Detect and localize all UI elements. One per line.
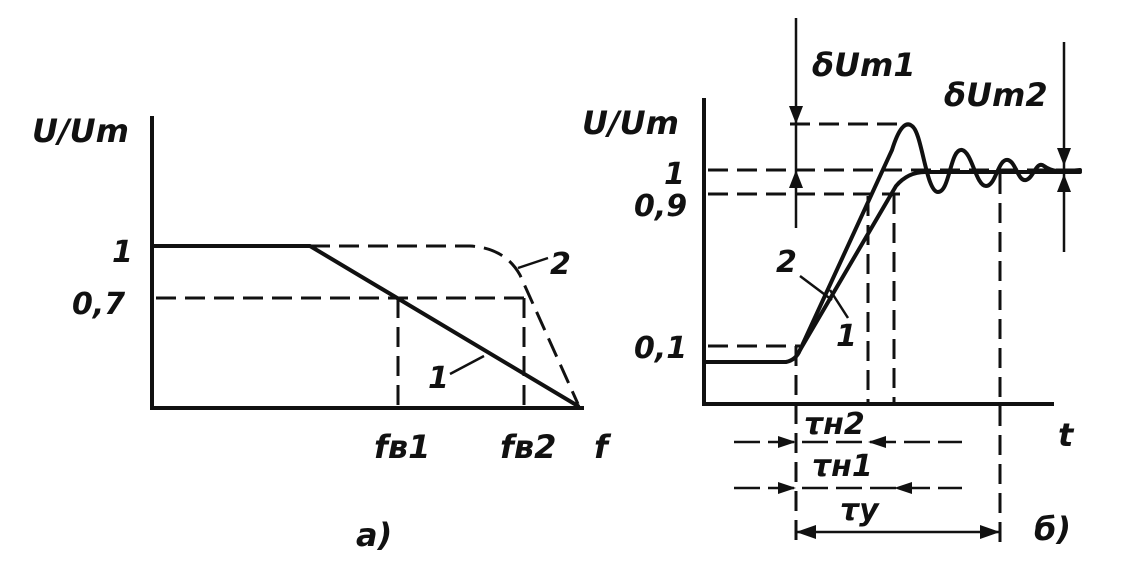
panel-b-tick-1: 1 [664, 157, 685, 192]
panel-a-tick-1: 1 [112, 235, 133, 270]
panel-a-caption: а) [356, 516, 392, 554]
panel-b-curve-1-label: 1 [836, 319, 857, 354]
panel-b-tau-n2-label: τн2 [804, 407, 865, 442]
panel-b-x-label: t [1058, 416, 1075, 454]
panel-b-curve-1-leader [828, 289, 850, 319]
panel-b-caption: б) [1034, 510, 1071, 548]
panel-b-tau-n1-arrowhead-left [778, 482, 796, 494]
panel-a-y-label: U/Um [32, 112, 129, 150]
panel-b-tick-0-9: 0,9 [634, 189, 687, 224]
panel-a-curve-2 [310, 244, 580, 405]
panel-b-tau-n2-arrowhead-left [778, 436, 796, 448]
panel-b-tau-n2-arrowhead-right [868, 436, 886, 448]
panel-b-y-label: U/Um [582, 104, 679, 142]
panel-b-dUm1-label: δUm1 [812, 46, 916, 84]
panel-a-tick-0-7: 0,7 [72, 287, 125, 322]
panel-b-curve-2-leader [799, 275, 833, 301]
panel-b-dUm1-arrowhead-top [789, 106, 803, 124]
panel-b-curve-2-label: 2 [776, 245, 797, 280]
panel-a-x-label: f [594, 428, 612, 466]
panel-a-curve-1-label: 1 [428, 361, 449, 396]
panel-b-dUm1-arrowhead-bottom [789, 170, 803, 188]
panel-a-fv2-label: fв2 [500, 428, 556, 466]
panel-a-curve-2-leader [517, 256, 549, 270]
panel-b-tau-u-arrowhead-left [796, 525, 816, 539]
panel-b-tau-n1-label: τн1 [812, 449, 873, 484]
panel-b: U/Um 1 0,9 0,1 2 1 δUm1 δUm2 t [582, 18, 1085, 548]
panel-b-tau-u-label: τу [840, 493, 880, 528]
panel-a-curve-1 [152, 244, 580, 408]
panel-b-dUm2-arrowhead-bottom [1057, 174, 1071, 192]
panel-b-tick-0-1: 0,1 [634, 331, 687, 366]
panel-b-tau-u-arrowhead-right [980, 525, 1000, 539]
panel-a-curve-1-leader [449, 354, 485, 376]
panel-b-dUm2-arrowhead-top [1057, 148, 1071, 166]
panel-b-tau-n1-arrowhead-right [894, 482, 912, 494]
panel-b-curve-2 [798, 122, 1082, 352]
panel-a: U/Um 1 0,7 2 1 fв1 fв2 f а) [32, 112, 612, 554]
panel-a-curve-2-label: 2 [550, 247, 571, 282]
panel-b-dUm2-label: δUm2 [944, 76, 1048, 114]
panel-a-fv1-label: fв1 [374, 428, 430, 466]
panel-b-curve-1 [704, 170, 1082, 364]
